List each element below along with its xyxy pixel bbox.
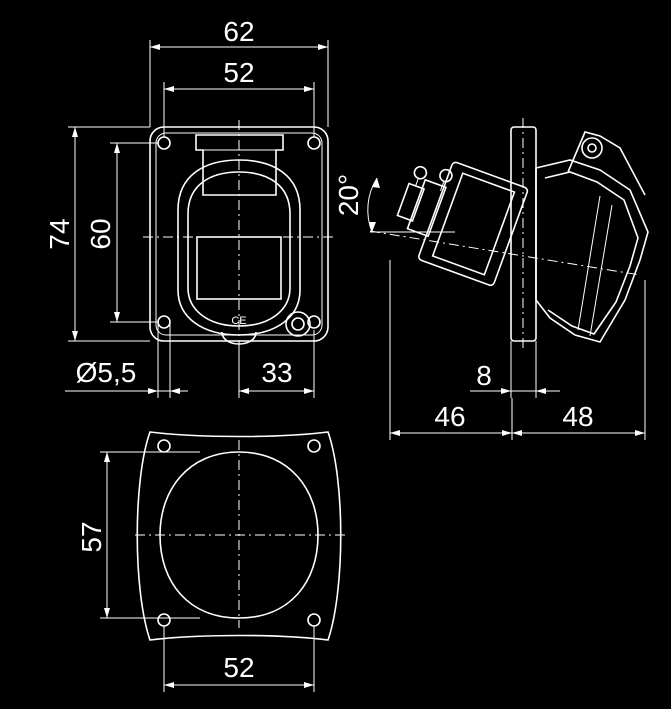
side-back-housing (535, 131, 649, 343)
cutout-hole-top-left (157, 439, 171, 453)
dim-text-48: 48 (562, 401, 593, 432)
dim-text-52-bottom: 52 (223, 652, 254, 683)
cutout-view (135, 431, 345, 641)
cutout-hole-top-right (307, 439, 321, 453)
dim-cutout-height: 57 (76, 451, 200, 619)
lid-hinge (195, 134, 284, 196)
side-view (369, 118, 649, 350)
cutout-hole-bottom-left (157, 613, 171, 627)
dim-width-holes-bottom: 52 (163, 626, 315, 692)
side-front-body (396, 161, 529, 287)
mounting-hole-top-left (157, 136, 171, 150)
dim-height-holes: 60 (85, 142, 158, 323)
dim-text-62: 62 (223, 16, 254, 47)
mounting-hole-top-right (307, 136, 321, 150)
dim-hole-diameter: Ø5,5 (65, 322, 188, 398)
lid-screw-outer (285, 311, 311, 337)
dim-text-52-top: 52 (223, 57, 254, 88)
dim-text-20deg: 20° (333, 174, 364, 216)
socket-body-outer (177, 159, 301, 336)
cutout-opening (159, 451, 319, 619)
lid-screw-inner (291, 317, 305, 331)
cutout-hole-bottom-right (307, 613, 321, 627)
dim-text-60: 60 (85, 218, 116, 249)
socket-body-inner (187, 171, 291, 327)
dim-text-46: 46 (434, 401, 465, 432)
dim-text-57: 57 (76, 521, 107, 552)
dim-text-33: 33 (261, 357, 292, 388)
dim-depths: 46 48 (389, 260, 646, 440)
dim-text-hole-diameter: Ø5,5 (76, 357, 137, 388)
side-centerline-axis (369, 230, 641, 276)
dim-text-74: 74 (44, 218, 75, 249)
dim-offset-right: 33 (238, 330, 315, 398)
gasket-outline (136, 431, 342, 641)
front-view: CE (143, 120, 335, 350)
dim-width-overall: 62 (149, 16, 329, 127)
dim-flange-thickness: 8 (470, 341, 560, 398)
dim-height-overall: 74 (44, 126, 150, 342)
mounting-hole-bottom-left (157, 315, 171, 329)
dim-text-8: 8 (476, 360, 492, 391)
dim-width-holes-top: 52 (163, 57, 315, 137)
dim-tilt-angle: 20° (333, 174, 455, 233)
mounting-hole-bottom-right (307, 315, 321, 329)
